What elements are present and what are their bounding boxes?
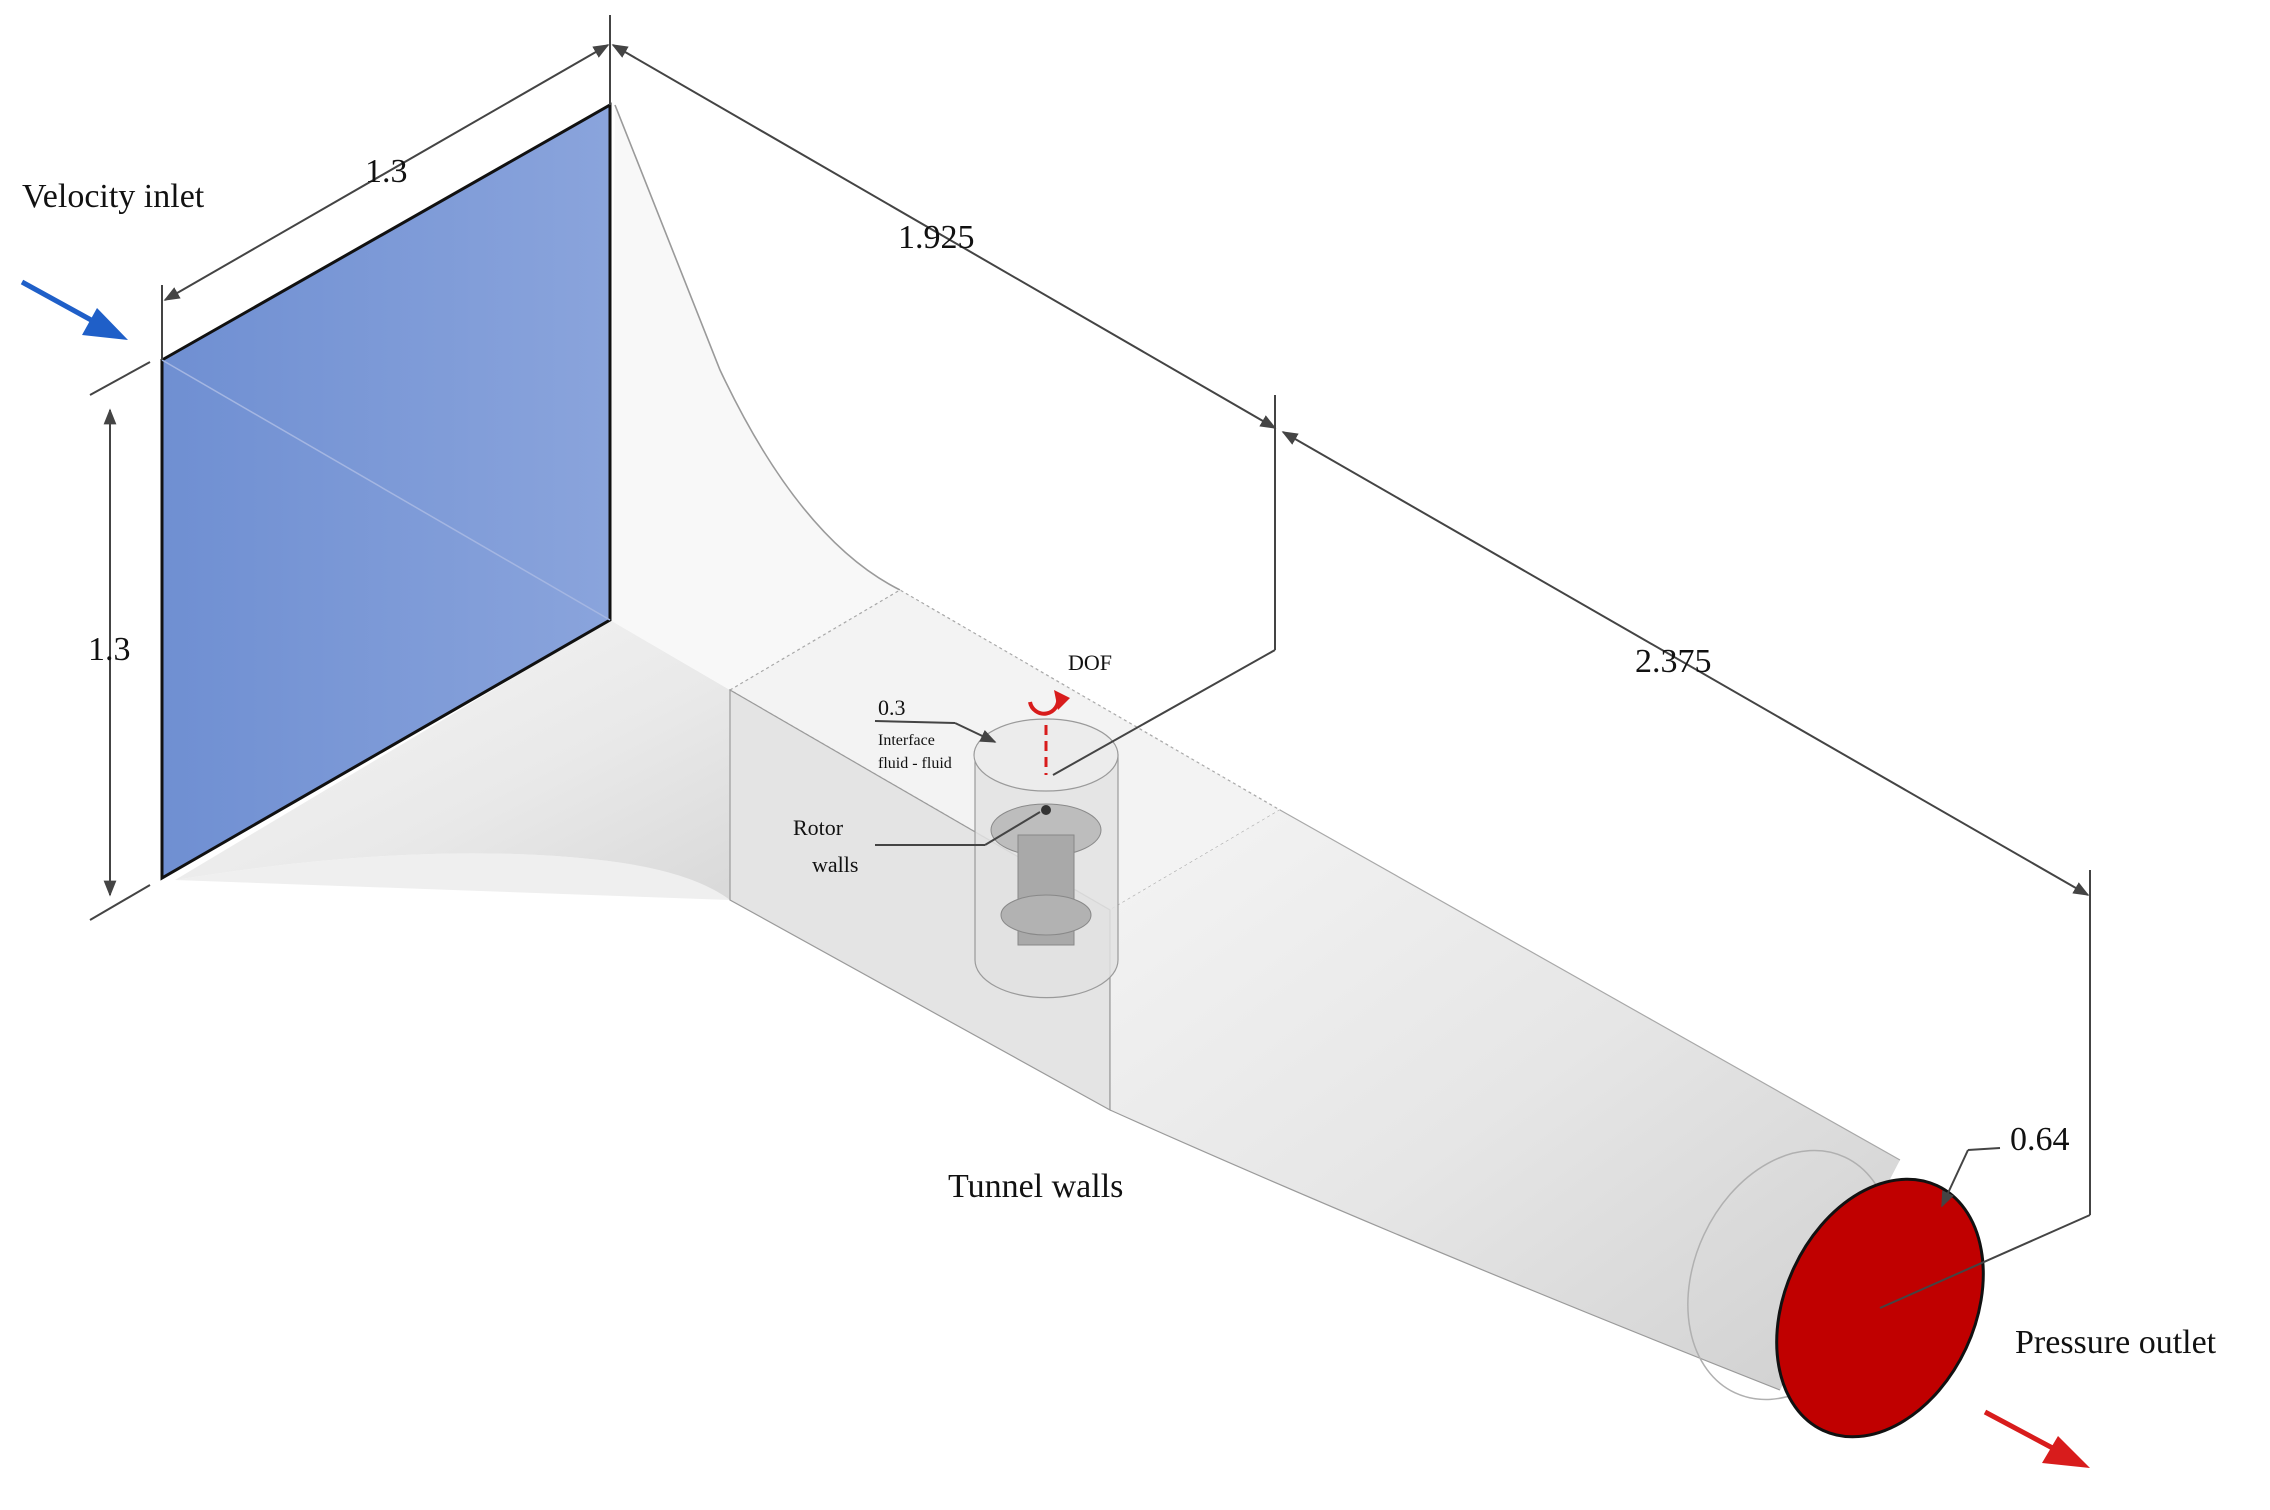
interface-value: 0.3 <box>878 695 906 720</box>
rotor-walls-label-line2: walls <box>812 852 858 877</box>
inlet-to-rotor-dimension: 1.925 <box>898 219 975 256</box>
velocity-inlet-label: Velocity inlet <box>22 178 205 215</box>
pressure-outlet-label: Pressure outlet <box>2015 1324 2217 1361</box>
outlet-flow-arrow <box>1983 1409 2090 1468</box>
dof-label: DOF <box>1068 650 1112 675</box>
rotor-walls-label-line1: Rotor <box>793 815 844 840</box>
rotor-interface-cylinder <box>973 718 1119 999</box>
rotor-to-outlet-dimension: 2.375 <box>1635 643 1712 680</box>
tunnel-walls-label: Tunnel walls <box>948 1168 1123 1205</box>
rotor-bottom-disk <box>1000 894 1092 936</box>
dof-indicator <box>1028 690 1070 775</box>
interface-label-line2: fluid - fluid <box>878 755 952 772</box>
dimension-lines <box>89 15 2091 1309</box>
inlet-width-dimension: 1.3 <box>365 153 408 190</box>
outlet-diameter-dimension: 0.64 <box>2010 1121 2070 1158</box>
interface-label-line1: Interface <box>878 732 935 749</box>
inlet-height-dimension: 1.3 <box>88 631 131 668</box>
tunnel-body <box>175 104 1901 1401</box>
inlet-flow-arrow <box>20 279 128 340</box>
